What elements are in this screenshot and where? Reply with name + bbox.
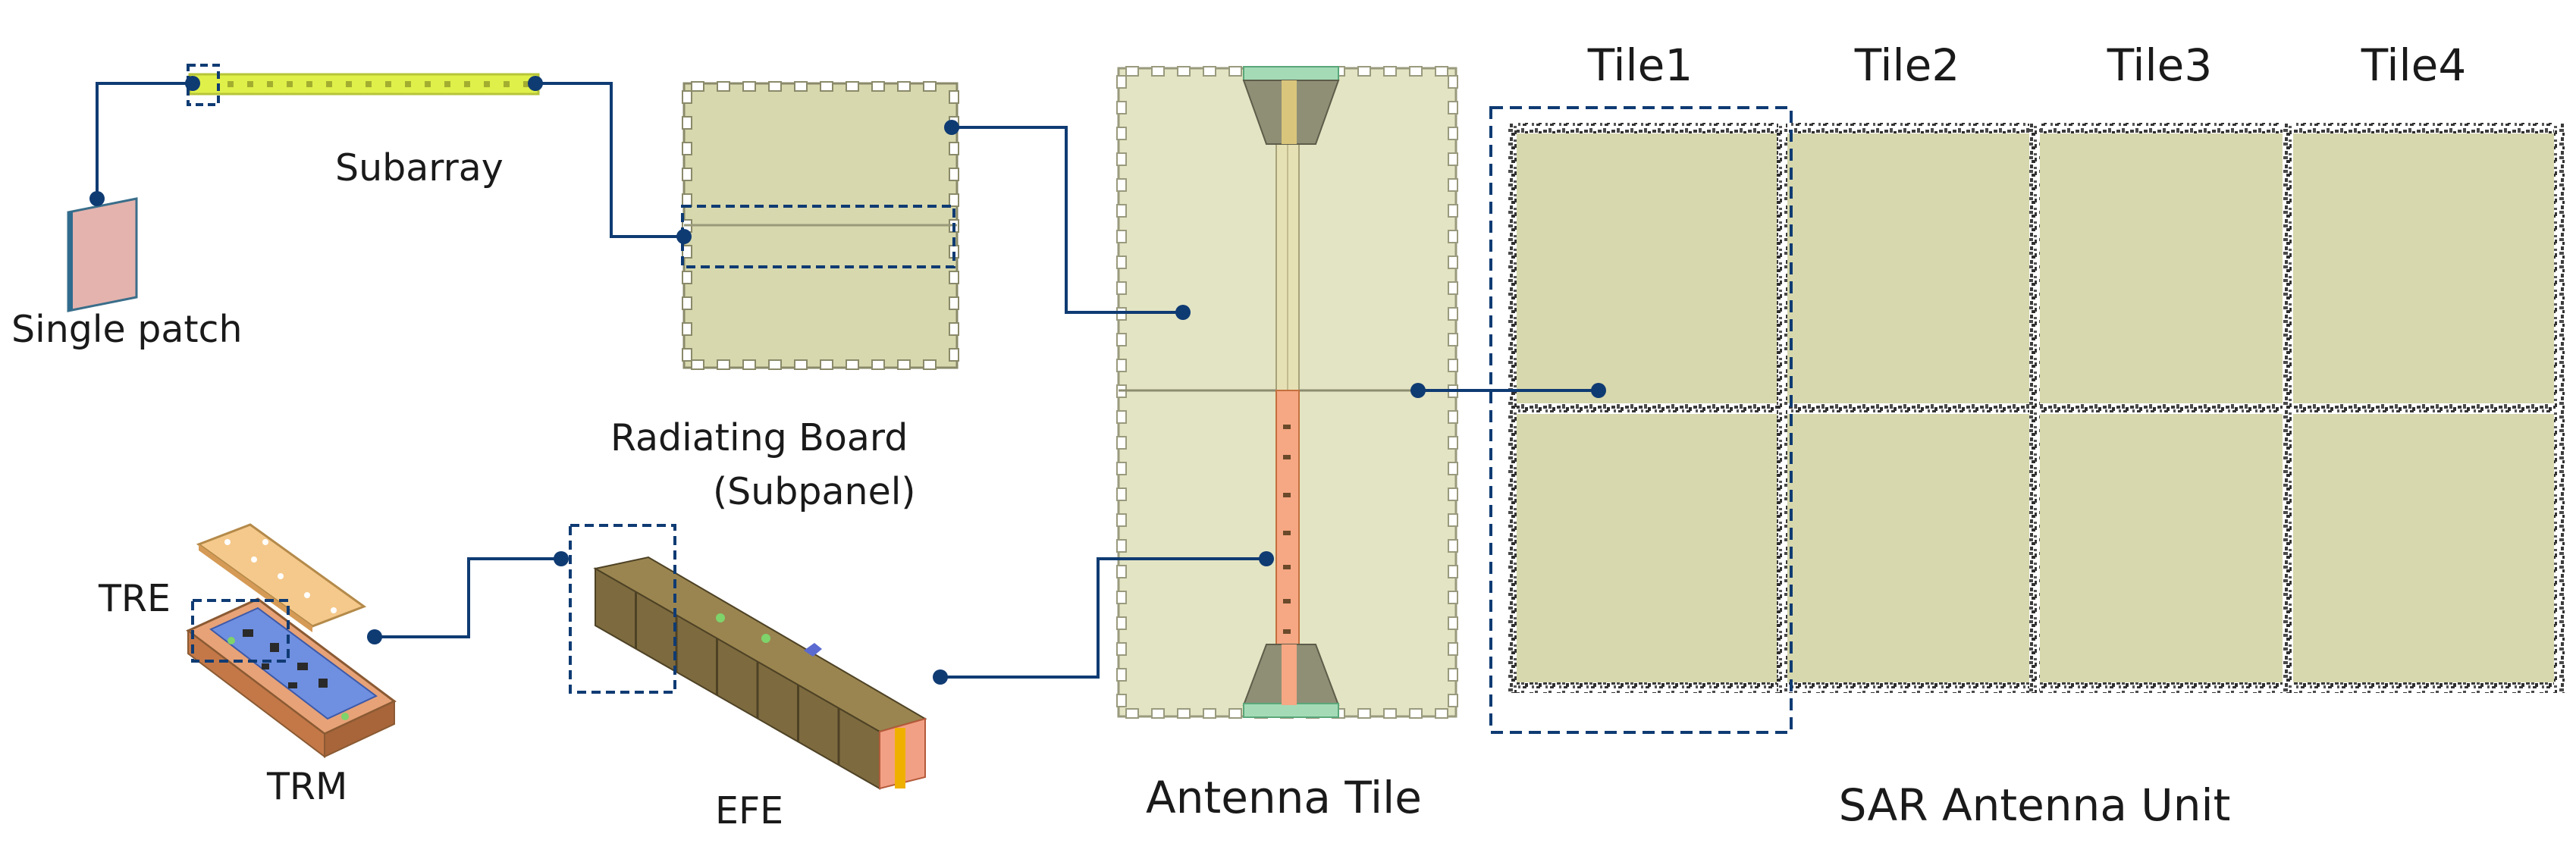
label-trm: TRM bbox=[267, 765, 348, 808]
sar-cell bbox=[1511, 409, 1783, 689]
sar-cell bbox=[2287, 409, 2560, 689]
subarray-bar-icon bbox=[187, 64, 540, 106]
single-patch-icon bbox=[67, 197, 138, 312]
label-tile1: Tile1 bbox=[1587, 39, 1693, 91]
tile-connector-block-top bbox=[1242, 66, 1340, 145]
label-tile2: Tile2 bbox=[1854, 39, 1960, 91]
sar-cell bbox=[2287, 128, 2560, 410]
sar-cell bbox=[2034, 128, 2289, 410]
subarray-highlight-box bbox=[187, 64, 220, 106]
connector-dots bbox=[89, 76, 1606, 685]
label-radiating-board: Radiating Board bbox=[610, 416, 908, 459]
radiating-board bbox=[681, 81, 959, 370]
label-antenna-tile: Antenna Tile bbox=[1146, 772, 1422, 823]
sar-cell bbox=[1511, 128, 1783, 410]
label-tile4: Tile4 bbox=[2361, 39, 2467, 91]
label-sar-antenna-unit: SAR Antenna Unit bbox=[1838, 779, 2231, 831]
label-subarray: Subarray bbox=[335, 146, 504, 190]
sar-cell bbox=[2034, 409, 2289, 689]
label-tile3: Tile3 bbox=[2107, 39, 2213, 91]
antenna-tile bbox=[1116, 66, 1458, 719]
sar-antenna-unit bbox=[1489, 106, 2565, 734]
trm-highlight-box bbox=[191, 599, 290, 663]
efe-module-icon bbox=[569, 524, 927, 790]
efe-highlight-box bbox=[569, 524, 676, 694]
label-subpanel: (Subpanel) bbox=[713, 470, 916, 513]
label-tre: TRE bbox=[99, 577, 171, 620]
trm-module-icon bbox=[186, 597, 397, 759]
tre-plate-icon bbox=[196, 523, 367, 632]
label-single-patch: Single patch bbox=[11, 308, 243, 351]
tile-connector-block-bottom bbox=[1242, 644, 1340, 718]
connector-lines bbox=[96, 82, 1599, 679]
sar-cell bbox=[1781, 128, 2035, 410]
label-efe: EFE bbox=[715, 789, 784, 832]
sar-cell bbox=[1781, 409, 2035, 689]
tile1-highlight-box bbox=[1489, 106, 1793, 734]
